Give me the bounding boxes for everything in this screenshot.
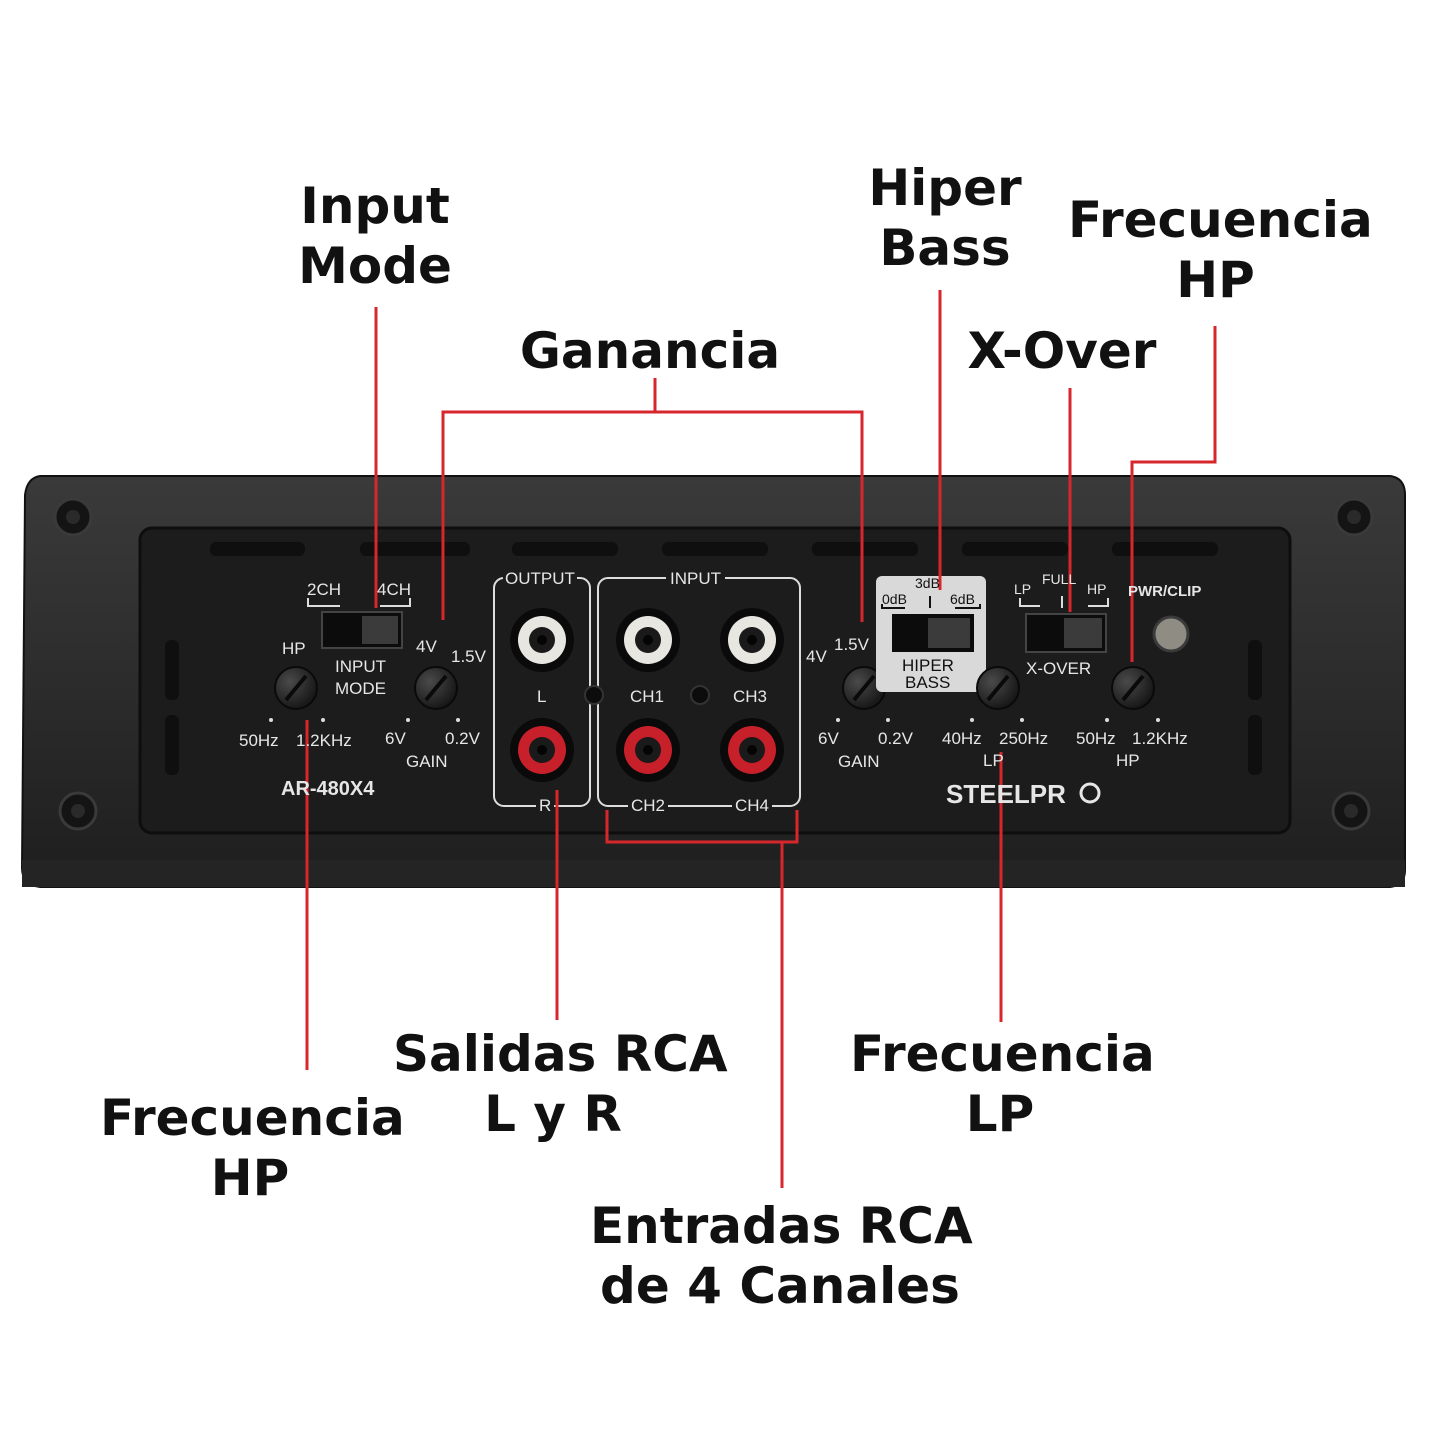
lp-label: LP bbox=[983, 751, 1004, 770]
lp-knob bbox=[976, 666, 1020, 710]
callout-frecuencia-hp-bottom: Frecuencia HP bbox=[100, 1089, 405, 1207]
gain-right-0-2v: 0.2V bbox=[878, 729, 913, 748]
hiper-bass-6db: 6dB bbox=[950, 591, 975, 607]
input-mode-4ch: 4CH bbox=[377, 580, 412, 599]
hp-right-max: 1.2KHz bbox=[1132, 729, 1188, 748]
hp-left-title: HP bbox=[282, 639, 306, 658]
xover-hp: HP bbox=[1087, 581, 1107, 597]
gain-left-6v: 6V bbox=[385, 729, 406, 748]
xover-label: X-OVER bbox=[1026, 659, 1092, 678]
input-mode-label-1: INPUT bbox=[335, 657, 386, 676]
model-number: AR-480X4 bbox=[281, 778, 375, 800]
output-l: L bbox=[537, 687, 547, 706]
callout-input-mode: Input Mode bbox=[298, 177, 452, 295]
lp-max: 250Hz bbox=[999, 729, 1049, 748]
callout-ganancia: Ganancia bbox=[519, 322, 781, 380]
corner-screws bbox=[53, 497, 1374, 831]
hiper-bass-0db: 0dB bbox=[882, 591, 907, 607]
hp-knob-right bbox=[1111, 666, 1155, 710]
gain-right-1-5v: 1.5V bbox=[834, 635, 869, 654]
brand-logo: STEELPR bbox=[946, 779, 1066, 809]
hiper-bass-switch bbox=[876, 576, 986, 692]
input-title: INPUT bbox=[666, 570, 725, 588]
lp-min: 40Hz bbox=[942, 729, 982, 748]
callout-hiper-bass: Hiper Bass bbox=[868, 159, 1022, 277]
hp-left-max: 1.2KHz bbox=[296, 731, 352, 750]
hp-knob-left bbox=[274, 666, 318, 710]
rca-jacks bbox=[510, 608, 784, 782]
hiper-bass-label-2: BASS bbox=[905, 673, 951, 692]
input-mode-2ch: 2CH bbox=[307, 580, 342, 599]
gain-right-label: GAIN bbox=[838, 752, 880, 771]
input-ch2: CH2 bbox=[628, 797, 669, 815]
hp-left-min: 50Hz bbox=[239, 731, 279, 750]
gain-left-0-2v: 0.2V bbox=[445, 729, 480, 748]
callout-x-over: X-Over bbox=[967, 322, 1157, 380]
hp-right-min: 50Hz bbox=[1076, 729, 1116, 748]
callout-entradas-rca: Entradas RCA de 4 Canales bbox=[590, 1197, 973, 1315]
input-mode-switch bbox=[307, 598, 411, 649]
input-ch4: CH4 bbox=[732, 797, 773, 815]
gain-left-label: GAIN bbox=[406, 752, 448, 771]
input-ch1: CH1 bbox=[630, 687, 665, 706]
hp-right-label: HP bbox=[1116, 751, 1140, 770]
xover-full: FULL bbox=[1042, 571, 1077, 587]
gain-right-4v: 4V bbox=[806, 647, 827, 666]
hiper-bass-label-1: HIPER bbox=[902, 656, 954, 675]
gain-left-1-5v: 1.5V bbox=[451, 647, 486, 666]
input-ch3: CH3 bbox=[733, 687, 768, 706]
output-title: OUTPUT bbox=[503, 569, 577, 588]
pwr-clip-label: PWR/CLIP bbox=[1128, 583, 1202, 600]
gain-right-6v: 6V bbox=[818, 729, 839, 748]
steelpro-logo-ring bbox=[1079, 782, 1101, 804]
callout-salidas-rca: Salidas RCA L y R bbox=[393, 1025, 728, 1143]
gain-left-4v: 4V bbox=[416, 637, 437, 656]
input-mode-label-2: MODE bbox=[335, 679, 386, 698]
hiper-bass-3db: 3dB bbox=[915, 575, 940, 591]
pwr-clip-led bbox=[1152, 615, 1190, 653]
x-over-switch bbox=[1019, 596, 1109, 653]
gain-knob-left bbox=[414, 666, 458, 710]
callout-frecuencia-lp: Frecuencia LP bbox=[850, 1025, 1155, 1143]
xover-lp: LP bbox=[1014, 581, 1032, 597]
output-r: R bbox=[536, 797, 555, 815]
callout-frecuencia-hp-top: Frecuencia HP bbox=[1068, 191, 1373, 309]
